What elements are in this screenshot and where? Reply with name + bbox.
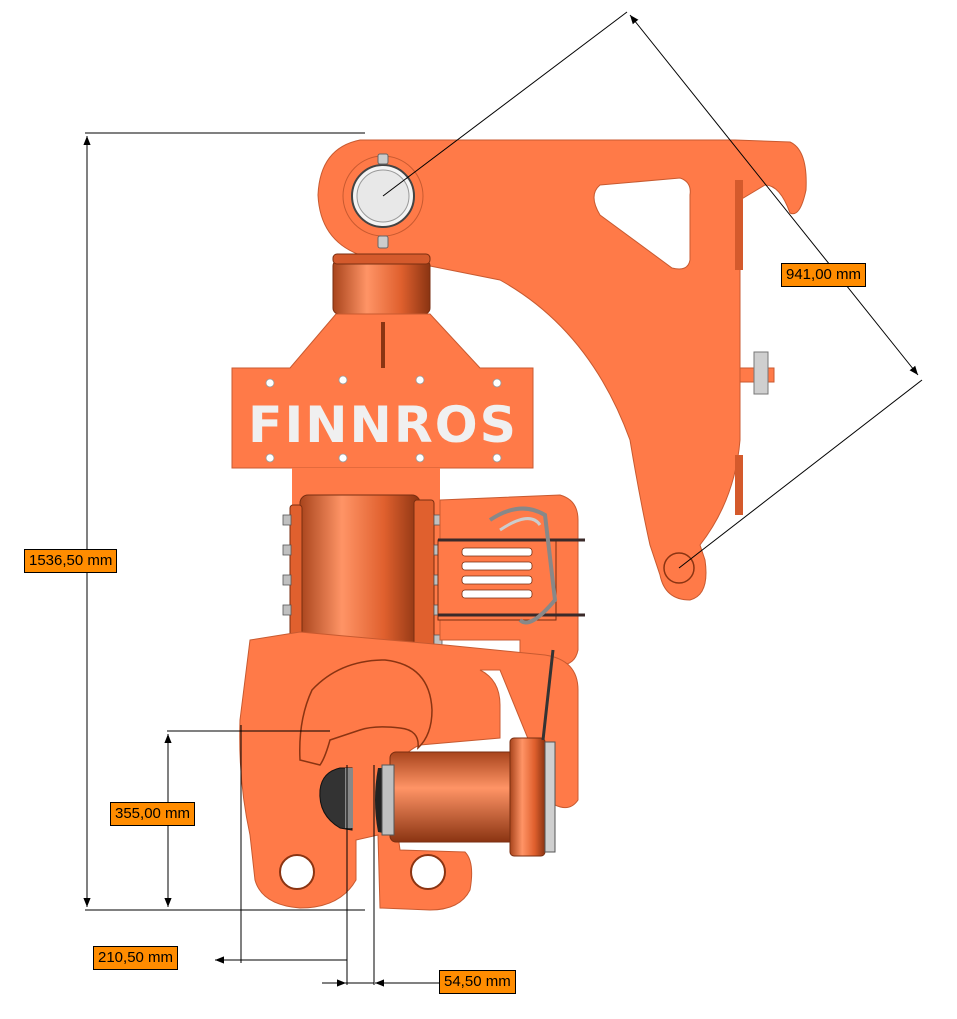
dimension-label-arm-diagonal: 941,00 mm (781, 263, 867, 287)
logo-plate: FINNROS (231, 313, 534, 469)
pivot-bushing (332, 253, 431, 315)
side-bolt (739, 351, 775, 395)
valve-block (437, 494, 585, 666)
dimension-label-jaw-width: 210,50 mm (93, 946, 179, 970)
dimension-label-jaw-opening: 355,00 mm (110, 802, 196, 826)
dimension-label-overall-height: 1536,50 mm (24, 549, 118, 573)
feed-motor (381, 649, 556, 857)
logo-text: FINNROS (248, 396, 518, 454)
dimension-label-blade-gap: 54,50 mm (439, 970, 516, 994)
